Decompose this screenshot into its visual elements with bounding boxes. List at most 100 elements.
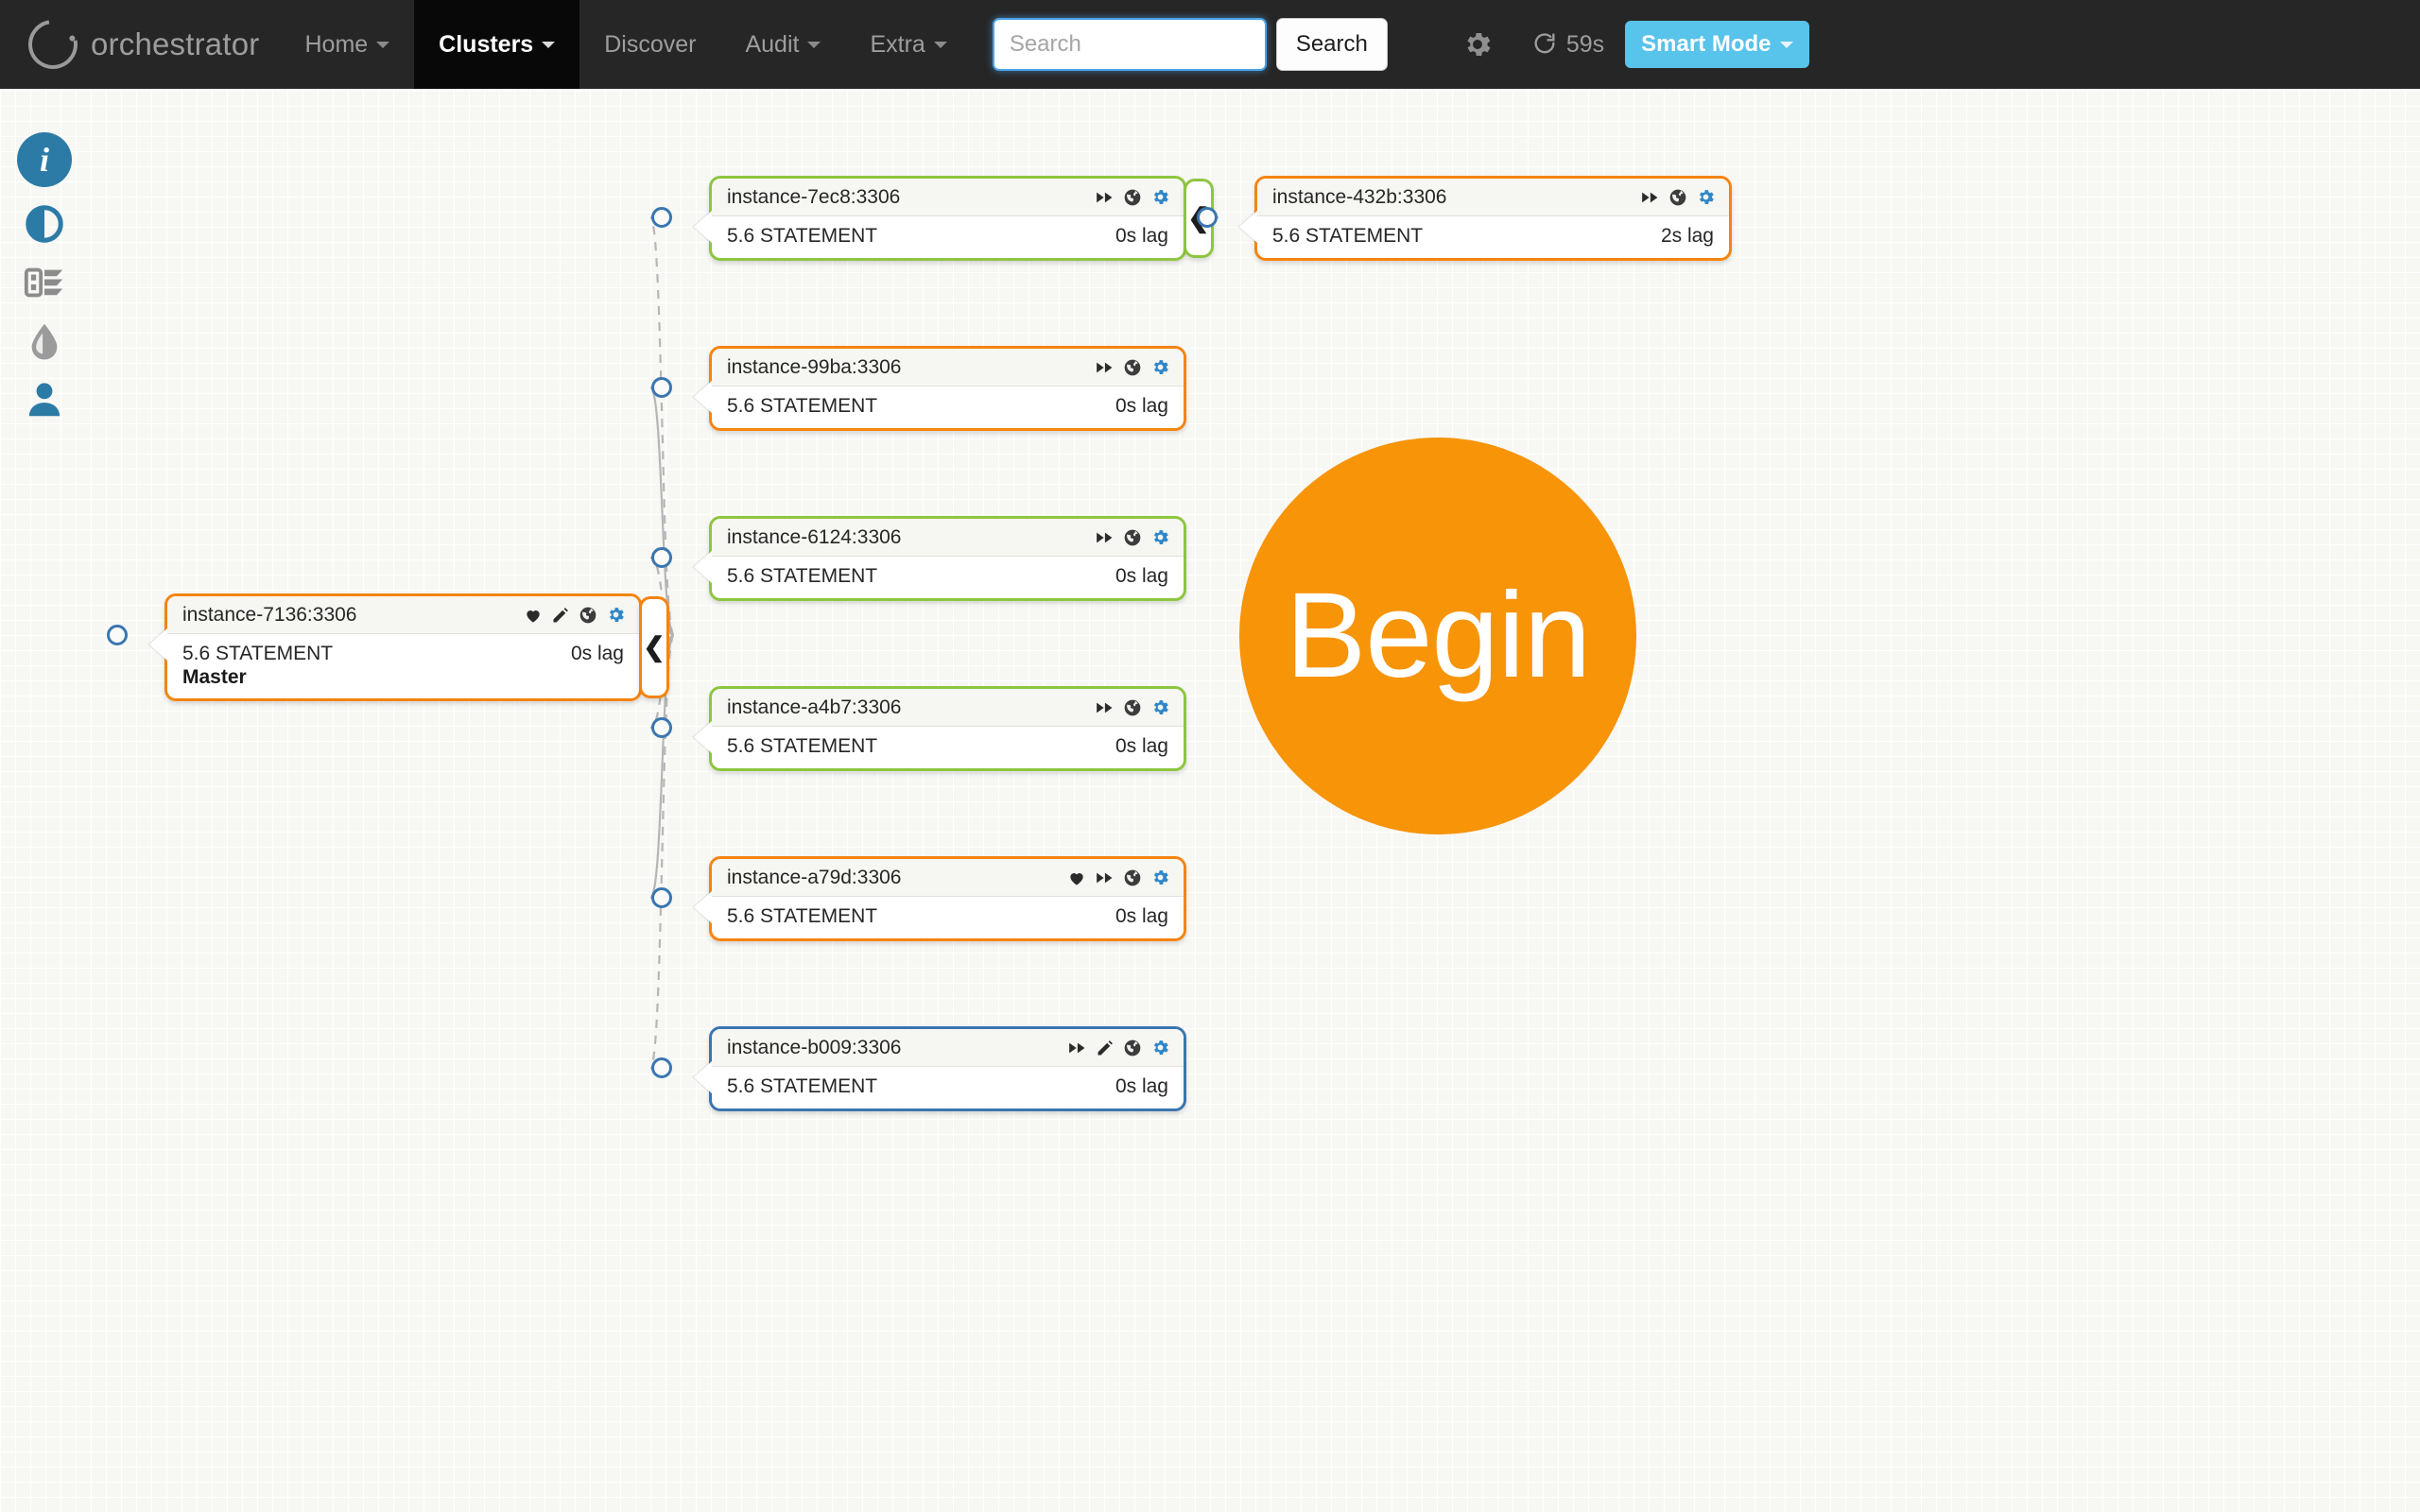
globe-icon[interactable] [1123, 1039, 1142, 1057]
nav-item-discover[interactable]: Discover [579, 0, 720, 89]
node-header: instance-b009:3306 [712, 1029, 1184, 1067]
gear-icon[interactable] [1150, 187, 1170, 207]
tint-icon[interactable] [23, 319, 66, 363]
node-header: instance-6124:3306 [712, 519, 1184, 557]
node-anchor-handle[interactable] [651, 1057, 672, 1078]
node-version: 5.6 STATEMENT [182, 643, 334, 664]
ring-logo-icon [18, 9, 88, 79]
gear-icon[interactable] [1150, 527, 1170, 547]
node-header: instance-7136:3306 [167, 596, 639, 634]
node-action-icons [1067, 1038, 1170, 1057]
node-anchor-handle[interactable] [651, 377, 672, 398]
gear-icon[interactable] [1696, 187, 1716, 207]
node-role-badge: Master [182, 666, 247, 689]
heart-icon[interactable] [1067, 868, 1086, 887]
gear-icon[interactable] [1444, 0, 1511, 89]
node-action-icons [1095, 357, 1170, 377]
begin-overlay-button[interactable]: Begin [1239, 438, 1636, 834]
forward-icon[interactable] [1095, 698, 1115, 717]
nav-label-home: Home [304, 30, 369, 58]
node-header: instance-99ba:3306 [712, 349, 1184, 387]
nav-label-audit: Audit [745, 30, 800, 58]
node-anchor-handle[interactable] [107, 625, 128, 645]
forward-icon[interactable] [1640, 188, 1660, 207]
globe-icon[interactable] [1123, 188, 1142, 207]
globe-icon[interactable] [1668, 188, 1687, 207]
refresh-timer[interactable]: 59s [1511, 31, 1625, 59]
nav-label-clusters: Clusters [439, 30, 534, 58]
search-input[interactable] [992, 18, 1267, 71]
node-lag: 0s lag [1115, 735, 1168, 757]
gear-icon[interactable] [1150, 868, 1170, 887]
topology-edge [648, 215, 676, 637]
node-version: 5.6 STATEMENT [727, 395, 878, 417]
node-title: instance-a79d:3306 [727, 866, 902, 888]
node-version: 5.6 STATEMENT [1272, 225, 1424, 247]
forward-icon[interactable] [1067, 1039, 1087, 1057]
heart-icon[interactable] [524, 606, 543, 625]
brand-link[interactable]: orchestrator [0, 0, 280, 89]
refresh-icon [1534, 33, 1555, 54]
forward-icon[interactable] [1095, 868, 1115, 887]
nav-item-clusters[interactable]: Clusters [414, 0, 580, 89]
gear-icon[interactable] [1150, 697, 1170, 717]
forward-icon[interactable] [1095, 528, 1115, 547]
node-anchor-handle[interactable] [1197, 207, 1218, 228]
nav-item-audit[interactable]: Audit [720, 0, 845, 89]
node-anchor-handle[interactable] [651, 887, 672, 908]
node-anchor-handle[interactable] [651, 207, 672, 228]
pencil-icon[interactable] [1096, 1039, 1115, 1057]
chevron-left-icon: ❮ [643, 632, 666, 662]
compress-icon[interactable] [23, 261, 66, 304]
gear-icon[interactable] [606, 605, 626, 625]
topology-node[interactable]: instance-a4b7:3306 5.6 STATEMENT 0s lag [709, 686, 1186, 772]
contrast-icon[interactable] [23, 202, 66, 246]
gear-icon[interactable] [1150, 1038, 1170, 1057]
node-title: instance-7ec8:3306 [727, 185, 901, 208]
topology-edge [648, 633, 676, 1070]
globe-icon[interactable] [1123, 698, 1142, 717]
node-title: instance-a4b7:3306 [727, 696, 902, 718]
node-anchor-handle[interactable] [651, 547, 672, 568]
refresh-interval-label: 59s [1565, 30, 1605, 58]
globe-icon[interactable] [1123, 358, 1142, 377]
node-header: instance-7ec8:3306 [712, 179, 1184, 216]
node-version: 5.6 STATEMENT [727, 735, 878, 757]
globe-icon[interactable] [1123, 528, 1142, 547]
nav-item-home[interactable]: Home [280, 0, 414, 89]
node-action-icons [1095, 187, 1170, 207]
node-collapse-handle[interactable]: ❮ [639, 596, 669, 699]
chevron-down-icon [542, 41, 556, 48]
chevron-down-icon [1779, 41, 1793, 48]
gear-icon[interactable] [1150, 357, 1170, 377]
search-button[interactable]: Search [1275, 18, 1388, 71]
pencil-icon[interactable] [551, 606, 570, 625]
navbar-right-group: 59s Smart Mode [1444, 0, 1838, 89]
node-anchor-handle[interactable] [651, 717, 672, 738]
node-body: 5.6 STATEMENT 0s lag [712, 727, 1184, 768]
forward-icon[interactable] [1095, 188, 1115, 207]
user-icon[interactable] [23, 378, 66, 421]
globe-icon[interactable] [579, 606, 597, 625]
globe-icon[interactable] [1123, 868, 1142, 887]
smart-mode-button[interactable]: Smart Mode [1625, 21, 1809, 68]
node-action-icons [524, 605, 626, 625]
node-action-icons [1067, 868, 1170, 887]
tool-rail: i [17, 132, 72, 421]
info-icon-glyph: i [39, 141, 49, 179]
info-icon[interactable]: i [17, 132, 72, 187]
brand-title: orchestrator [91, 26, 260, 61]
nav-item-extra[interactable]: Extra [845, 0, 971, 89]
forward-icon[interactable] [1095, 358, 1115, 377]
